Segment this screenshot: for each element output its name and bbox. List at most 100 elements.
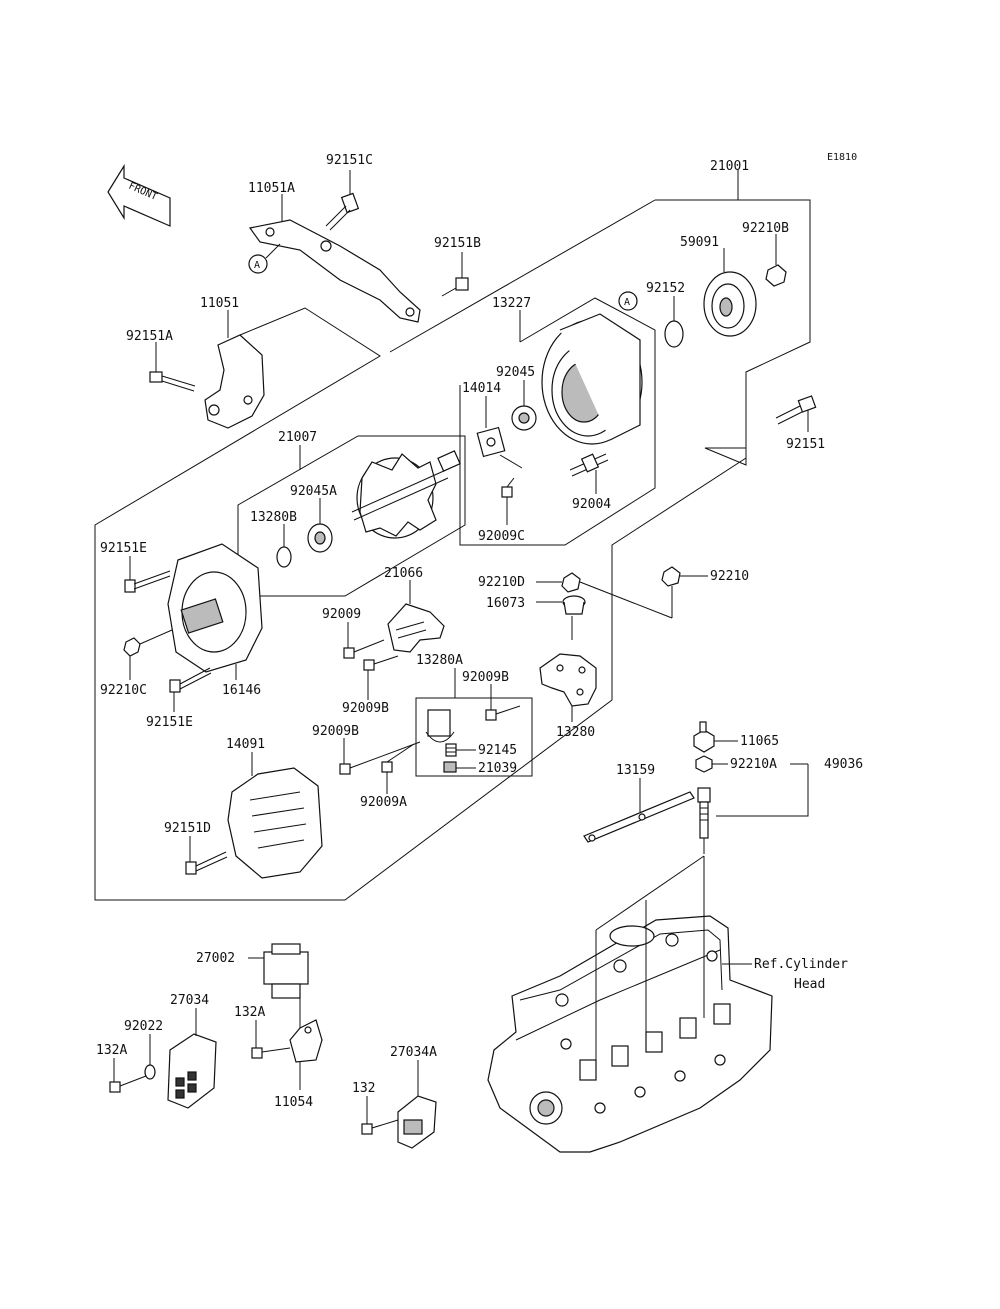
assembly-outline-21001: [94, 199, 811, 901]
nut-92210C: [123, 637, 141, 657]
callout-a-right: [618, 291, 638, 311]
callout-a-left-text: A: [254, 260, 260, 271]
leader-glow-plug-1: [595, 855, 705, 931]
part-label-92210: 92210: [710, 569, 749, 584]
leader-callout-a-left: [265, 243, 281, 259]
part-label-92210C: 92210C: [100, 683, 147, 698]
screw-92009C: [501, 477, 515, 498]
bolt-92151D: [185, 851, 228, 875]
front-arrow-icon: FRONT: [107, 163, 171, 227]
rotor-21007: [351, 450, 461, 539]
part-label-92152: 92152: [646, 281, 685, 296]
part-label-16073: 16073: [486, 596, 525, 611]
part-label-11054: 11054: [274, 1095, 313, 1110]
part-label-11051: 11051: [200, 296, 239, 311]
part-label-92151D: 92151D: [164, 821, 211, 836]
regulator-21066: [387, 603, 445, 653]
part-label-13159: 13159: [616, 763, 655, 778]
bearing-92045: [511, 405, 537, 431]
ref-label-line1: Ref.Cylinder: [754, 957, 848, 972]
bolt-92151B: [441, 277, 469, 297]
part-label-92045A: 92045A: [290, 484, 337, 499]
pulley-59091: [703, 271, 757, 337]
part-label-92009C: 92009C: [478, 529, 525, 544]
part-label-49036: 49036: [824, 757, 863, 772]
spacer-92152: [664, 320, 684, 348]
part-label-27034: 27034: [170, 993, 209, 1008]
part-label-92151E-bottom: 92151E: [146, 715, 193, 730]
leader-49036-bracket: [716, 764, 809, 817]
bracket-11051: [204, 334, 265, 429]
controller-27034A: [397, 1095, 437, 1149]
diagram-id: E1810: [827, 152, 857, 163]
part-label-92009B-mid: 92009B: [342, 701, 389, 716]
subassembly-outline-13227: [459, 297, 656, 546]
bolt-92151E-top: [124, 570, 171, 593]
front-housing-13227: [541, 313, 643, 445]
part-label-92151C: 92151C: [326, 153, 373, 168]
part-label-92009B-top: 92009B: [462, 670, 509, 685]
part-label-13227: 13227: [492, 296, 531, 311]
subassembly-outline-13280A: [415, 697, 533, 777]
part-label-13280B: 13280B: [250, 510, 297, 525]
part-label-92210A: 92210A: [730, 757, 777, 772]
part-label-92151: 92151: [786, 437, 825, 452]
controller-27034: [167, 1033, 217, 1109]
part-label-92151A: 92151A: [126, 329, 173, 344]
brush-21039: [443, 761, 457, 773]
washer-13280B: [276, 546, 292, 568]
screw-92009B-low: [339, 741, 421, 775]
bracket-11054: [289, 1019, 323, 1063]
nut-92210D: [561, 572, 581, 593]
part-label-13280: 13280: [556, 725, 595, 740]
part-label-92004: 92004: [572, 497, 611, 512]
part-label-21039: 21039: [478, 761, 517, 776]
part-label-132A-left: 132A: [96, 1043, 127, 1058]
part-label-21066: 21066: [384, 566, 423, 581]
bracket-11051A: [248, 219, 421, 323]
part-label-92009A: 92009A: [360, 795, 407, 810]
bearing-92045A: [307, 523, 333, 553]
part-label-13280A: 13280A: [416, 653, 463, 668]
cover-14091: [227, 767, 323, 879]
screw-92009: [343, 639, 385, 659]
cylinder-head-ref: [487, 915, 773, 1153]
relay-27002: [263, 943, 309, 999]
screw-92009B-top: [363, 655, 399, 671]
rear-housing-16146: [167, 543, 263, 673]
part-label-92210D: 92210D: [478, 575, 525, 590]
part-label-27002: 27002: [196, 951, 235, 966]
nut-92210B: [765, 264, 787, 287]
part-label-59091: 59091: [680, 235, 719, 250]
bushing-16073: [562, 595, 586, 615]
part-label-132A-mid: 132A: [234, 1005, 265, 1020]
leader-14014-screw: [499, 454, 523, 469]
callout-a-right-text: A: [624, 297, 630, 308]
bolt-92151: [775, 395, 817, 425]
part-label-21007: 21007: [278, 430, 317, 445]
nut-11065: [693, 721, 715, 753]
brush-holder-13280A: [425, 709, 455, 743]
ref-label-line2: Head: [794, 977, 825, 992]
glow-plug-49036: [697, 787, 711, 854]
bolt-92151C: [325, 192, 360, 231]
washer-92022: [144, 1064, 156, 1080]
part-label-27034A: 27034A: [390, 1045, 437, 1060]
part-label-92210B: 92210B: [742, 221, 789, 236]
spring-92145: [445, 743, 457, 757]
part-label-14014: 14014: [462, 381, 501, 396]
part-label-21001: 21001: [710, 159, 749, 174]
plate-14014: [476, 426, 506, 458]
part-label-92022: 92022: [124, 1019, 163, 1034]
part-label-11051A: 11051A: [248, 181, 295, 196]
bus-bar-13159: [583, 791, 695, 843]
part-label-92009: 92009: [322, 607, 361, 622]
part-label-92045: 92045: [496, 365, 535, 380]
assembly-outline-edge: [389, 199, 656, 353]
part-label-11065: 11065: [740, 734, 779, 749]
part-label-92151B: 92151B: [434, 236, 481, 251]
part-label-92145: 92145: [478, 743, 517, 758]
part-label-92151E-top: 92151E: [100, 541, 147, 556]
part-label-92009B-low: 92009B: [312, 724, 359, 739]
